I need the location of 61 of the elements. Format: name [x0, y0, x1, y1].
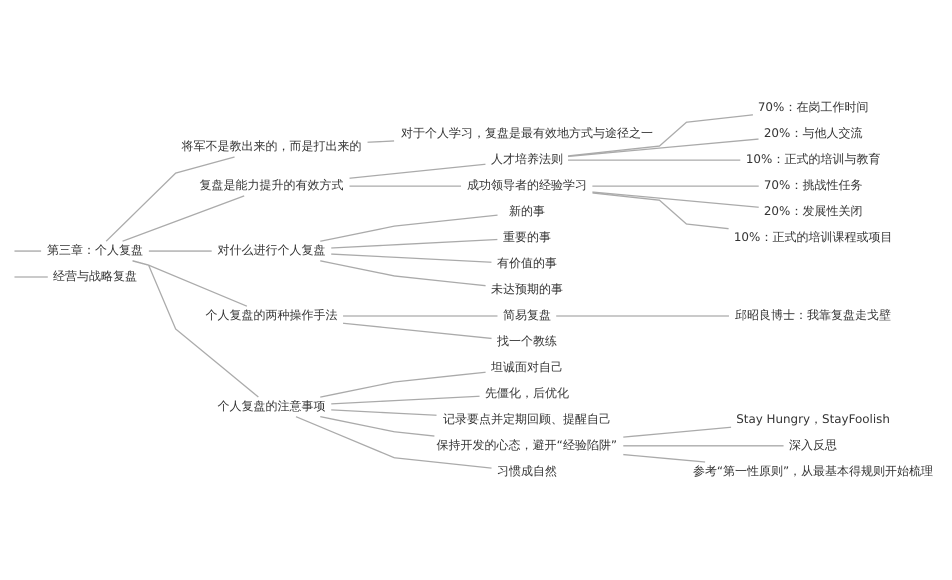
connector [367, 140, 394, 143]
node-text: 邱昭良博士：我靠复盘走戈壁 [734, 308, 891, 322]
connector [342, 315, 497, 317]
node-text: 坦诚面对自己 [490, 360, 562, 374]
node-text: 习惯成自然 [496, 464, 556, 478]
connector [320, 372, 486, 398]
node-text: 对于个人学习，复盘是最有效地方式与途径之一 [400, 126, 652, 140]
connector [622, 445, 784, 446]
node-text: 对什么进行个人复盘 [216, 243, 325, 258]
node-text: 参考“第一性原则”，从最基本得规则开始梳理 [692, 464, 933, 478]
node-text: 复盘是能力提升的有效方式 [198, 178, 343, 192]
connector [14, 250, 41, 252]
node-text: 重要的事 [502, 230, 550, 244]
node-text: 个人复盘的两种操作手法 [204, 308, 337, 322]
node-text: 找一个教练 [496, 334, 556, 348]
node-text: 经营与战略复盘 [52, 269, 137, 284]
connector [330, 396, 480, 405]
node-text: 10%：正式的培训与教育 [745, 152, 880, 166]
node-text: 20%：与他人交流 [763, 126, 862, 140]
connector [330, 238, 497, 249]
connector [349, 185, 461, 187]
connector [622, 454, 705, 463]
node-text: 10%：正式的培训课程或项目 [733, 230, 892, 244]
connector [568, 114, 752, 156]
node-text: 先僵化，后优化 [484, 386, 568, 400]
connector [568, 159, 740, 161]
connector [330, 409, 436, 416]
node-text: 70%：在岗工作时间 [757, 100, 868, 114]
connector [295, 416, 492, 469]
connector [320, 416, 434, 437]
node-text: 成功领导者的经验学习 [466, 178, 586, 192]
node-text: 个人复盘的注意事项 [216, 398, 325, 413]
node-text: 有价值的事 [496, 256, 556, 270]
node-text: Stay Hungry，StayFoolish [736, 412, 890, 426]
node-text: 简易复盘 [502, 308, 550, 322]
node-text: 70%：挑战性任务 [763, 178, 862, 192]
connector [592, 191, 758, 208]
connector [14, 276, 48, 278]
node-text: 新的事 [508, 204, 544, 218]
connector [592, 185, 758, 187]
node-text: 第三章：个人复盘 [46, 243, 143, 258]
node-text: 未达预期的事 [490, 282, 562, 296]
node-text: 保持开发的心态，避开“经验陷阱” [436, 438, 616, 452]
node-text: 将军不是教出来的，而是打出来的 [180, 139, 361, 154]
connector [342, 322, 492, 340]
connector [556, 315, 728, 317]
connector [132, 260, 258, 398]
connector [148, 250, 212, 252]
connector [592, 192, 728, 230]
node-text: 20%：发展性关闭 [763, 204, 862, 218]
connector [348, 164, 486, 179]
node-text: 人才培养法则 [490, 152, 562, 166]
connector [122, 195, 244, 242]
node-text: 深入反思 [788, 438, 837, 452]
connector [622, 426, 731, 438]
connector [105, 156, 234, 242]
connector [320, 260, 486, 286]
connector [567, 138, 758, 158]
connector [320, 214, 498, 242]
node-text: 记录要点并定期回顾、提醒自己 [442, 412, 610, 426]
connector [330, 253, 491, 263]
